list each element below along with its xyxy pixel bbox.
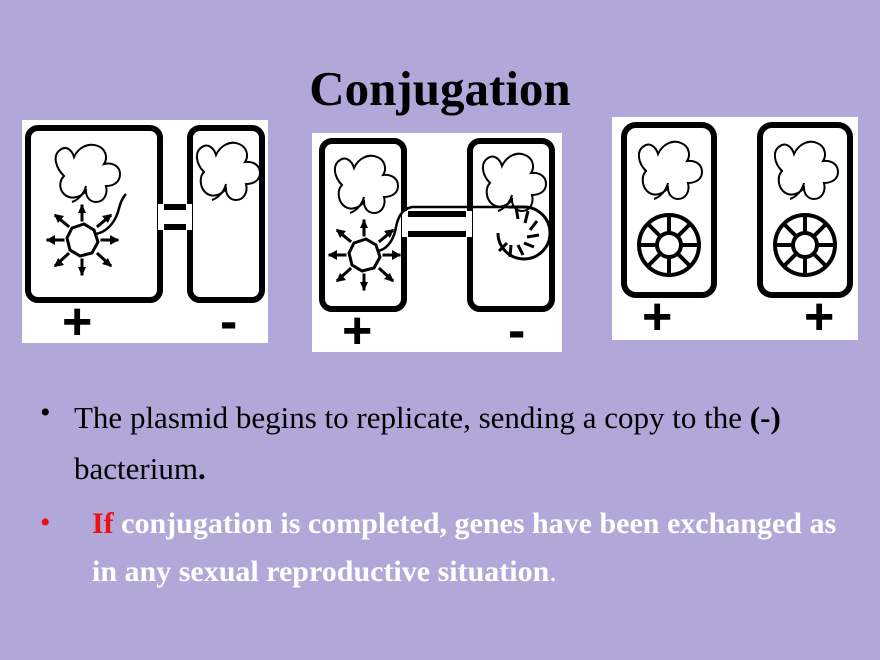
chromosome-left	[334, 154, 400, 215]
conjugation-tube-transferring	[377, 205, 508, 253]
panel-1-label-plus: +	[62, 293, 93, 351]
bullet-1-segment-1: The plasmid begins to replicate, sending…	[74, 400, 750, 435]
plasmid-wheel-left	[637, 213, 701, 277]
bullet-marker-1: •	[40, 396, 51, 429]
bullet-item-2: • If conjugation is completed, genes hav…	[40, 500, 860, 596]
plasmid-starburst-left	[328, 219, 401, 291]
bullet-marker-2: •	[40, 506, 51, 539]
panel-3-graphic	[621, 122, 853, 298]
bullet-item-1: • The plasmid begins to replicate, sendi…	[40, 392, 860, 494]
bullet-2-segment-3: .	[549, 555, 557, 588]
panel-3-label-plus-left: +	[642, 288, 673, 346]
bullet-1-segment-2: (-)	[749, 400, 781, 435]
bacterium-left-body	[25, 125, 163, 303]
chromosome-right	[774, 140, 840, 201]
panel-1-graphic	[25, 125, 265, 303]
chromosome-right	[482, 152, 548, 213]
chromosome-left	[638, 140, 704, 201]
panel-1-label-minus: -	[220, 293, 238, 351]
diagram-panel-2: + -	[312, 133, 562, 357]
bullet-2-segment-2: conjugation is completed, genes have bee…	[92, 507, 837, 588]
page-title: Conjugation	[309, 61, 571, 116]
bullet-2-keyword: If	[92, 507, 114, 540]
conjugation-bridge	[402, 211, 472, 237]
bullet-text-2: If conjugation is completed, genes have …	[40, 500, 860, 596]
chromosome-right	[196, 141, 262, 202]
diagram-panel-1: + -	[22, 120, 268, 348]
plasmid-wheel-right	[773, 213, 837, 277]
conjugation-bridge	[158, 204, 192, 230]
plasmid-partial-coil-right	[496, 205, 552, 261]
bullet-1-segment-4: .	[197, 451, 206, 486]
panel-3-label-plus-right: +	[804, 288, 835, 346]
bullet-list: • The plasmid begins to replicate, sendi…	[40, 392, 860, 596]
bacterium-right-minus	[187, 125, 265, 303]
conjugation-tube-start	[95, 193, 127, 236]
panel-2-label-plus: +	[342, 302, 373, 360]
bacterium-right-body	[187, 125, 265, 303]
panel-2-label-minus: -	[508, 302, 526, 360]
bullet-1-segment-3: bacterium	[74, 451, 198, 486]
bullet-text-1: The plasmid begins to replicate, sending…	[40, 392, 860, 494]
chromosome-left	[54, 143, 122, 204]
diagram-panel-3: + +	[612, 117, 858, 346]
plasmid-starburst-left	[46, 204, 119, 276]
panel-2-graphic	[319, 138, 555, 312]
